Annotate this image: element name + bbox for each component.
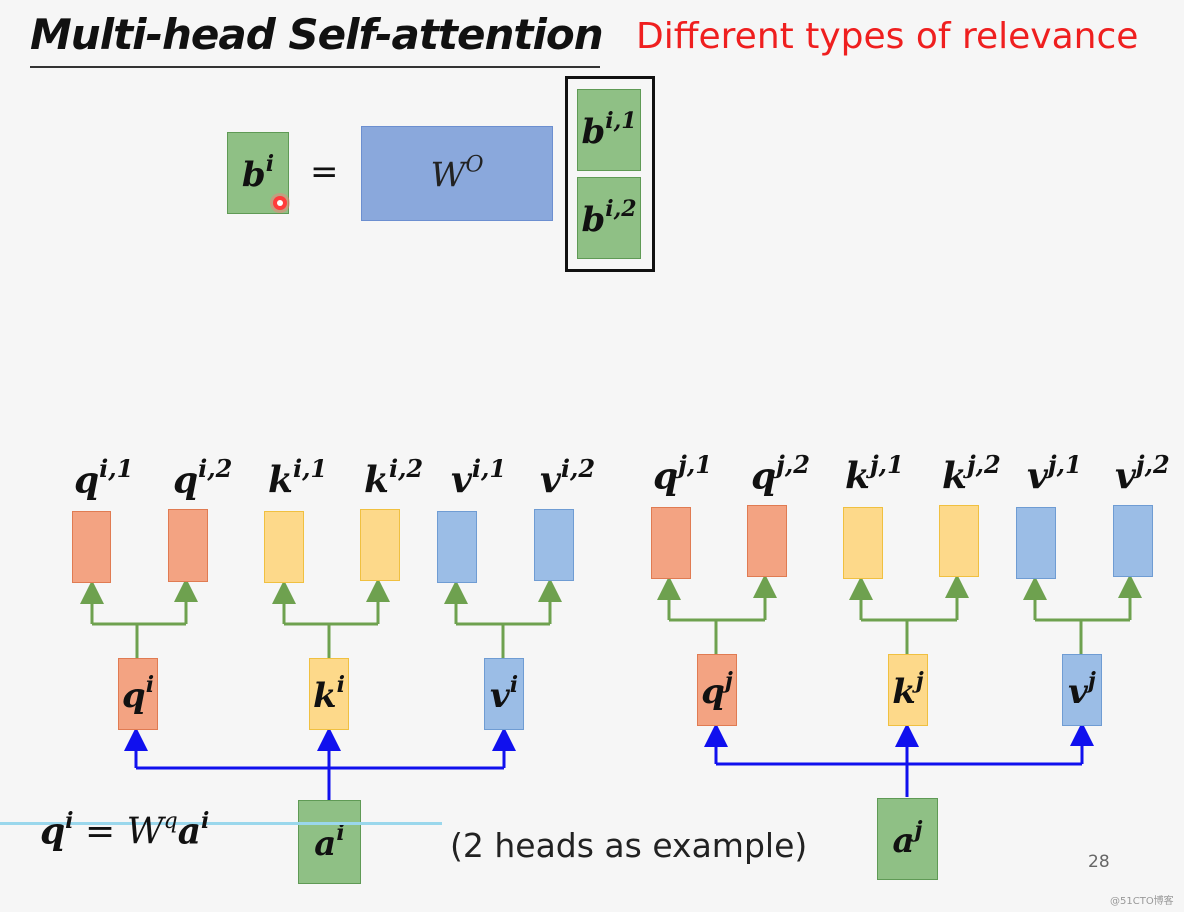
label-k-j2: kj,2 bbox=[942, 450, 1001, 498]
head-box-k-i1 bbox=[264, 511, 304, 583]
v-j-box: vj bbox=[1062, 654, 1102, 726]
head-box-q-j2 bbox=[747, 505, 787, 577]
head-box-q-i1 bbox=[72, 511, 111, 583]
label-q-j1: qj,1 bbox=[653, 450, 712, 498]
head-box-q-j1 bbox=[651, 507, 691, 579]
slide-title: Multi-head Self-attention bbox=[30, 10, 604, 59]
head-box-v-j1 bbox=[1016, 507, 1056, 579]
label-q-j2: qj,2 bbox=[751, 450, 810, 498]
watermark: @51CTO博客 bbox=[1110, 896, 1174, 907]
page-number: 28 bbox=[1088, 852, 1110, 872]
head-box-v-i2 bbox=[534, 509, 574, 581]
head-box-q-i2 bbox=[168, 509, 208, 582]
a-j-box: aj bbox=[877, 798, 938, 880]
label-k-j1: kj,1 bbox=[845, 450, 904, 498]
b-i2-box: bi,2 bbox=[577, 177, 641, 259]
v-i-box: vi bbox=[484, 658, 524, 730]
q-j-box: qj bbox=[697, 654, 737, 726]
slide-subtitle: Different types of relevance bbox=[636, 16, 1139, 57]
a-i-box: ai bbox=[298, 800, 361, 884]
concat-frame bbox=[565, 76, 655, 272]
w-o-matrix: WO bbox=[361, 126, 553, 221]
q-i-box: qi bbox=[118, 658, 158, 730]
caption: (2 heads as example) bbox=[450, 826, 808, 865]
label-v-i1: vi,1 bbox=[451, 454, 507, 502]
label-q-i2: qi,2 bbox=[173, 454, 233, 502]
b-i1-box: bi,1 bbox=[577, 89, 641, 171]
cyan-underline bbox=[0, 822, 442, 825]
title-underline bbox=[30, 66, 600, 68]
query-formula: qi = Wqai bbox=[40, 808, 210, 853]
label-k-i1: ki,1 bbox=[268, 454, 328, 502]
label-q-i1: qi,1 bbox=[74, 454, 134, 502]
head-box-k-j1 bbox=[843, 507, 883, 579]
equals-sign: = bbox=[310, 152, 339, 192]
head-box-k-i2 bbox=[360, 509, 400, 581]
head-box-k-j2 bbox=[939, 505, 979, 577]
label-v-j1: vj,1 bbox=[1027, 450, 1082, 498]
k-j-box: kj bbox=[888, 654, 928, 726]
head-box-v-i1 bbox=[437, 511, 477, 583]
head-box-v-j2 bbox=[1113, 505, 1153, 577]
label-v-j2: vj,2 bbox=[1115, 450, 1170, 498]
label-v-i2: vi,2 bbox=[540, 454, 596, 502]
cursor-icon bbox=[273, 196, 287, 210]
label-k-i2: ki,2 bbox=[364, 454, 424, 502]
k-i-box: ki bbox=[309, 658, 349, 730]
